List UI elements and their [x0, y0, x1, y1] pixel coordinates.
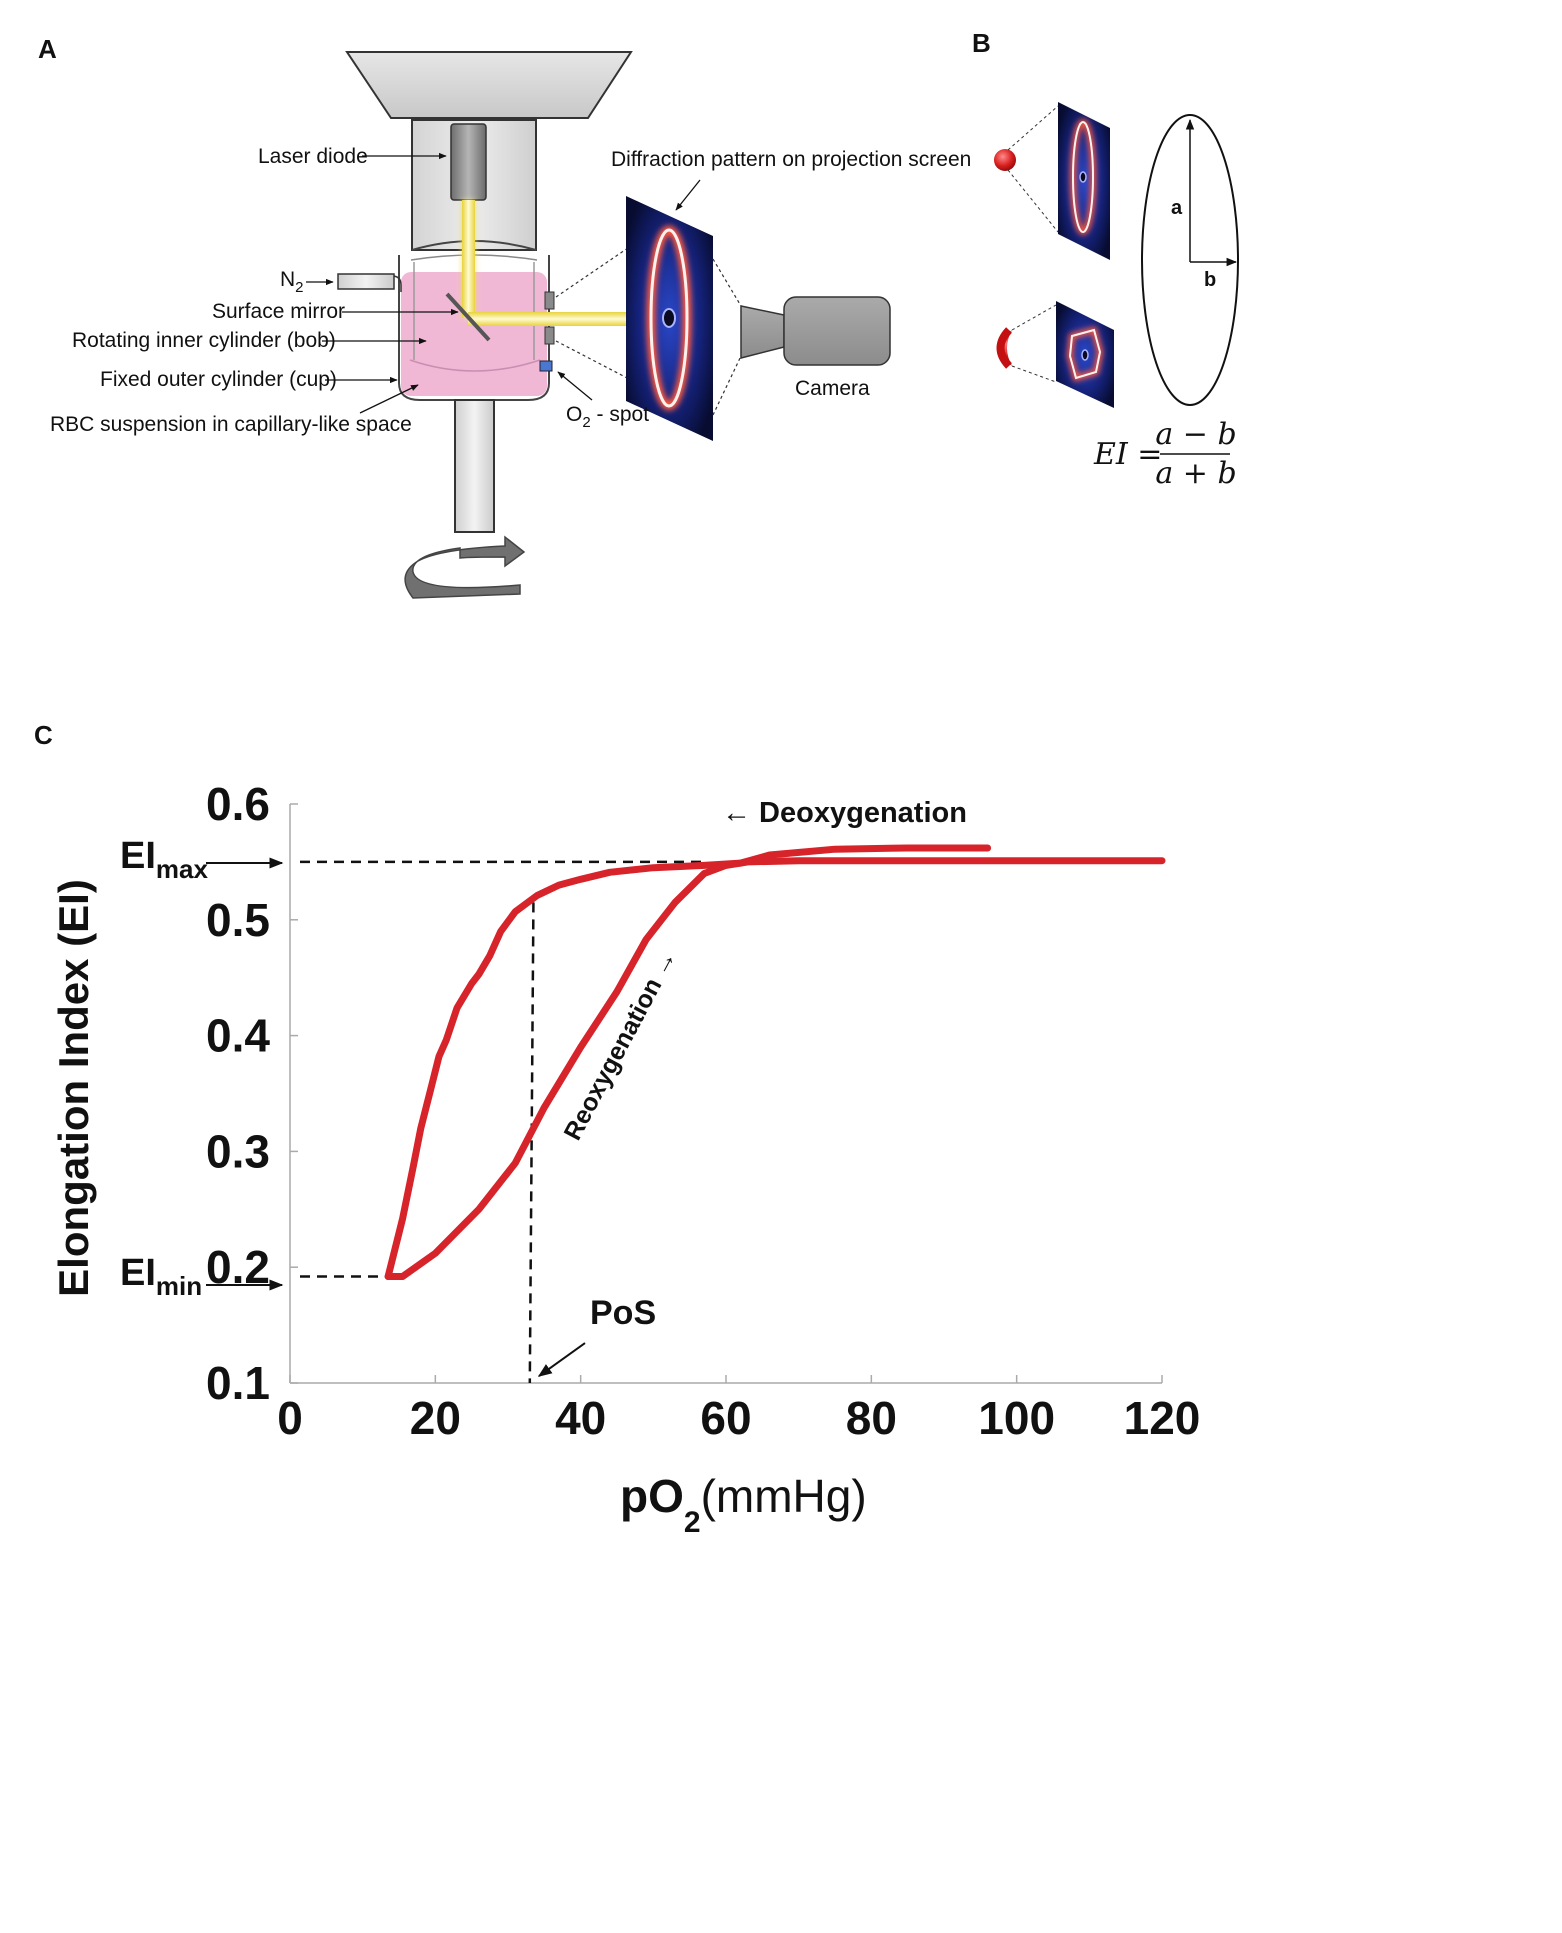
panel-label-c: C: [34, 720, 53, 750]
laser-beam-horizontal: [468, 312, 666, 326]
axis-a-label: a: [1171, 197, 1183, 219]
x-tick-label: 20: [410, 1392, 461, 1444]
laser-beam-vertical-core: [462, 200, 475, 318]
ei-min-label: EImin: [120, 1252, 202, 1301]
x-tick-label: 60: [700, 1392, 751, 1444]
surface-mirror: [445, 292, 491, 342]
series-line-reoxygenation: [384, 857, 1166, 1280]
o2-spot: [539, 360, 553, 372]
funnel-cap: [345, 51, 633, 119]
y-axis-label: Elongation Index (EI): [50, 879, 97, 1297]
label-bob: Rotating inner cylinder (bob): [72, 329, 336, 352]
x-tick-label: 100: [978, 1392, 1055, 1444]
axis-b-label: b: [1204, 269, 1216, 291]
deoxygenation-label: ← Deoxygenation: [722, 797, 967, 829]
x-axis-label: pO2(mmHg): [620, 1470, 867, 1539]
panel-label-b: B: [972, 28, 991, 58]
panel-a-labels: Laser diode N2 Surface mirror Rotating i…: [50, 145, 971, 436]
x-tick-label: 120: [1124, 1392, 1201, 1444]
y-tick-label: 0.4: [206, 1010, 270, 1062]
pos-guide: [528, 902, 535, 1384]
reoxygenation-label: Reoxygenation →: [559, 945, 683, 1145]
rbc-discocyte-icon: [994, 149, 1016, 171]
x-tick-label: 80: [846, 1392, 897, 1444]
label-cup: Fixed outer cylinder (cup): [100, 368, 337, 391]
label-surface-mirror: Surface mirror: [212, 300, 345, 323]
label-n2: N2: [280, 268, 304, 296]
formula-lhs: EI =: [1093, 437, 1162, 472]
x-tick-label: 0: [277, 1392, 303, 1444]
pos-arrow: [537, 1342, 586, 1377]
label-diffraction: Diffraction pattern on projection screen: [611, 148, 971, 171]
y-tick-label: 0.3: [206, 1125, 270, 1177]
measurement-ellipse: [1141, 114, 1239, 406]
y-tick-label: 0.6: [206, 778, 270, 830]
n2-inlet-tube: [337, 273, 395, 290]
label-o2-spot: O2 - spot: [566, 403, 649, 431]
y-tick-label: 0.1: [206, 1357, 270, 1409]
label-rbc-suspension: RBC suspension in capillary-like space: [50, 413, 412, 436]
rheometer-apparatus: [337, 51, 891, 599]
x-tick-label: 40: [555, 1392, 606, 1444]
drive-shaft: [454, 399, 495, 533]
rbc-suspension: [401, 272, 547, 396]
rotation-arrow-icon: [404, 535, 526, 599]
camera-body: [783, 296, 891, 366]
laser-diode: [450, 123, 487, 201]
label-laser-diode: Laser diode: [258, 145, 368, 168]
panel-label-a: A: [38, 34, 57, 64]
formula-numerator: a − b: [1155, 417, 1236, 452]
ei-max-label: EImax: [120, 835, 208, 884]
ei-formula: EI = a − b a + b: [1093, 417, 1237, 491]
y-tick-label: 0.5: [206, 894, 270, 946]
formula-denominator: a + b: [1155, 456, 1236, 491]
panel-b-illustration: a b: [994, 102, 1239, 408]
label-camera: Camera: [795, 377, 870, 400]
pos-label: PoS: [590, 1294, 656, 1332]
camera-lens: [740, 305, 785, 359]
